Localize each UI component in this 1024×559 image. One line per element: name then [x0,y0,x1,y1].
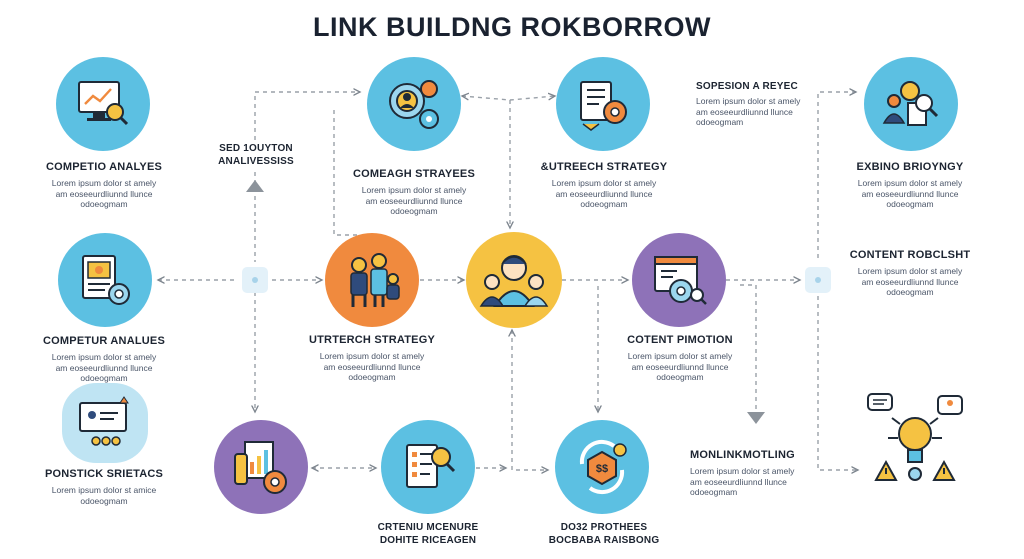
chart-gear-icon [234,441,287,494]
node-heading: COMEAGH STRAYEES [353,168,475,180]
content-research-label: CONTENT ROBCLSHT Lorem ipsum dolor st am… [826,248,994,298]
people-icon [479,255,549,307]
content-measure-node[interactable] [381,420,475,514]
positive-metrics-label: PONSTICK SRIETACS Lorem ipsum dolor st a… [20,467,188,506]
monitoring-label: MONLINKMOTLING Lorem ipsum dolor st amel… [690,448,830,498]
node-heading: UTRTERCH STRATEGY [308,334,436,346]
node-heading: COMPETIO ANALYES [45,161,163,173]
link-promo-monitor [740,284,757,412]
monitor-chart-icon [78,81,129,126]
dofollow-profiles-node[interactable]: $$ [555,420,649,514]
arrow-up-icon [246,180,264,192]
competitor-analysis-label: COMPETIO ANALYES Lorem ipsum dolor st am… [20,160,188,210]
outreach-strategy-label: UTRTERCH STRATEGY Lorem ipsum dolor st a… [288,333,456,383]
link-top-mid [462,96,555,101]
node-heading: COMPETUR ANALUES [43,335,165,347]
node-heading: PONSTICK SRIETACS [44,468,164,480]
node-heading: EXBINO BRIOYNGY [856,161,964,173]
report-gear-icon [82,255,130,305]
svg-text:$$: $$ [596,463,608,475]
content-promotion-node[interactable] [632,233,726,327]
checklist-search-icon [406,444,456,488]
gear-person-icon [389,80,439,129]
competitor-analysis-2-node[interactable] [58,233,152,327]
diagram-title: LINK BUILDNG ROKBORROW [313,12,711,42]
link-center-bottom [512,330,548,470]
arrow-down-icon [747,412,765,424]
connector-hub-left [242,267,268,293]
competitor-analysis-node[interactable] [56,57,150,151]
content-strategy-label: COMEAGH STRAYEES Lorem ipsum dolor st am… [330,167,498,217]
competitor-analysis-2-label: COMPETUR ANALUES Lorem ipsum dolor st am… [20,334,188,384]
node-heading: SOPESION A REYEC [696,81,798,92]
node-heading: CONTENT ROBCLSHT [849,249,971,261]
existing-backlinks-label: EXBINO BRIOYNGY Lorem ipsum dolor st ame… [826,160,994,210]
positive-metrics-node[interactable] [62,383,148,463]
prospect-research-label: SOPESION A REYEC Lorem ipsum dolor st am… [696,80,826,128]
content-strategy-node[interactable] [367,57,461,151]
node-heading: COTENT PIMOTION [627,334,733,346]
link-content-outreach [333,110,371,241]
browser-gear-icon [654,256,707,305]
center-team-node[interactable] [466,232,562,328]
document-gear-icon [580,81,627,131]
hexagon-cycle-icon: $$ [579,439,627,495]
team-icon [350,253,400,307]
node-heading: &UTREECH STRATEGY [540,161,668,173]
lightbulb-chat-icon [867,393,963,481]
outreach-strategy-node[interactable] [325,233,419,327]
presentation-icon [79,396,129,446]
monitoring-node[interactable] [860,388,970,494]
reporting-node[interactable] [214,420,308,514]
node-heading: MONLINKMOTLING [690,449,795,461]
connector-hub-right [805,267,831,293]
link-seo-content [254,92,360,140]
outreach-strategy-top-node[interactable] [556,57,650,151]
team-search-icon [882,81,939,126]
existing-backlinks-node[interactable] [864,57,958,151]
outreach-strategy-top-label: &UTREECH STRATEGY Lorem ipsum dolor st a… [520,160,688,210]
content-promotion-label: COTENT PIMOTION Lorem ipsum dolor st ame… [596,333,764,383]
link-right-down [817,296,858,470]
